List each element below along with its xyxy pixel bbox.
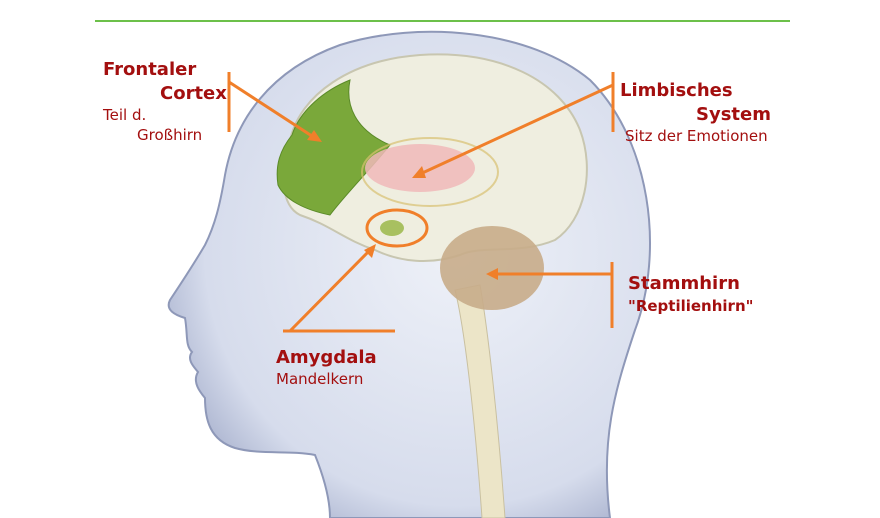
limbic-system-title-2: System (696, 104, 771, 125)
amygdala-sub: Mandelkern (276, 370, 364, 388)
spinal-cord (454, 284, 506, 518)
limbic-outline (361, 137, 499, 207)
brainstem-title: Stammhirn (628, 273, 740, 294)
frontal-cortex-title-2: Cortex (160, 83, 227, 104)
brainstem-region (440, 226, 544, 310)
limbic-system-sub: Sitz der Emotionen (625, 127, 768, 145)
limbic-system-region (365, 144, 475, 192)
arrowheads (307, 130, 498, 280)
limbic-system-title-1: Limbisches (620, 80, 733, 101)
frontal-cortex-title-1: Frontaler (103, 59, 197, 80)
brainstem-sub: "Reptilienhirn" (628, 297, 754, 315)
frontal-cortex-sub-2: Großhirn (137, 126, 203, 144)
frontal-cortex-sub-1: Teil d. (103, 106, 147, 124)
amygdala-title: Amygdala (276, 347, 377, 368)
amygdala-region (380, 220, 404, 236)
pointers (227, 72, 615, 333)
